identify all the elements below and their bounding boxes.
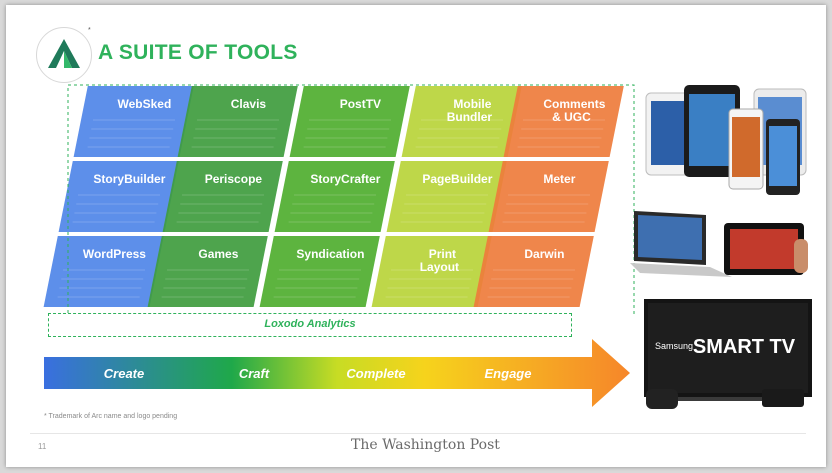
tool-label-periscope: Periscope: [205, 172, 263, 186]
loxodo-analytics-bar: Loxodo Analytics: [48, 313, 572, 337]
trademark-footnote: * Trademark of Arc name and logo pending: [44, 413, 178, 420]
tool-tile-posttv: [289, 86, 410, 157]
tool-label-posttv: PostTV: [340, 97, 381, 111]
tool-label-storybuilder: StoryBuilder: [93, 172, 165, 186]
tv-brand-label: Samsung: [655, 341, 693, 351]
tool-label-darwin: Darwin: [524, 247, 564, 261]
tool-tile-darwin: [473, 236, 594, 307]
laptop-kindle-group: [630, 211, 808, 277]
tool-label-comments-ugc: Comments& UGC: [543, 97, 605, 124]
tool-label-syndication: Syndication: [296, 247, 364, 261]
tool-tile-periscope: [162, 161, 283, 232]
stage-create: Create: [104, 366, 144, 381]
stage-engage: Engage: [485, 366, 532, 381]
tool-tile-storybuilder: [58, 161, 179, 232]
tool-label-clavis: Clavis: [231, 97, 267, 111]
devices-illustration: Samsung SMART TV: [630, 85, 812, 409]
page-number: 11: [38, 442, 47, 451]
smart-tv-group: Samsung SMART TV: [644, 299, 812, 409]
tool-tile-comments-ugc: [503, 86, 624, 157]
tool-label-websked: WebSked: [118, 97, 172, 111]
tool-tile-print-layout: [371, 236, 492, 307]
tool-tile-wordpress: [43, 236, 164, 307]
footer-divider: [30, 433, 806, 434]
workflow-arrow: Create Craft Complete Engage: [44, 339, 630, 407]
tool-tile-meter: [488, 161, 609, 232]
tool-tile-websked: [73, 86, 194, 157]
arc-logo: [36, 27, 92, 83]
slide-title: A SUITE OF TOOLS: [98, 41, 298, 64]
tool-tile-games: [147, 236, 268, 307]
tv-smart-logo: SMART TV: [693, 336, 796, 358]
slide: * A SUITE OF TOOLS WebSked Clavis PostTV Mo…: [6, 5, 826, 467]
tool-tile-storycrafter: [274, 161, 395, 232]
tool-label-meter: Meter: [543, 172, 575, 186]
grid-outline: [67, 84, 635, 315]
tablet-phone-group: [645, 85, 807, 195]
stage-complete: Complete: [346, 366, 405, 381]
tool-tile-syndication: [259, 236, 380, 307]
arrow-shape: [44, 339, 630, 407]
tool-tile-pagebuilder: [386, 161, 507, 232]
stage-craft: Craft: [239, 366, 270, 381]
tool-tile-clavis: [177, 86, 298, 157]
tool-label-pagebuilder: PageBuilder: [422, 172, 492, 186]
logo-registered-mark: *: [88, 27, 91, 34]
arc-logo-icon: [48, 39, 80, 68]
washington-post-wordmark: The Washington Post: [351, 437, 500, 453]
tool-label-wordpress: WordPress: [83, 247, 146, 261]
tool-label-games: Games: [198, 247, 238, 261]
tool-label-storycrafter: StoryCrafter: [310, 172, 380, 186]
tool-tile-mobile-bundler: [401, 86, 522, 157]
